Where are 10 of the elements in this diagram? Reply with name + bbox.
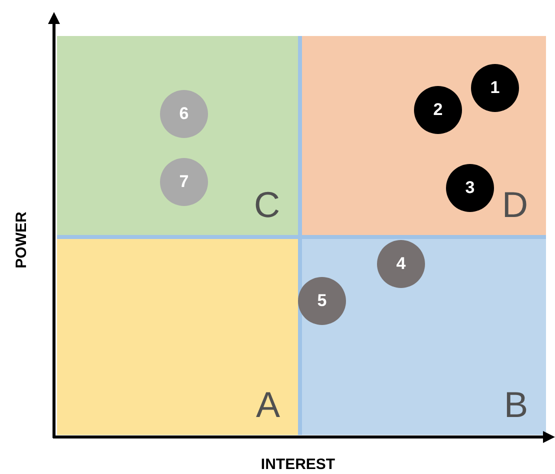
quadrant (302, 239, 546, 435)
quadrant-letter: A (256, 387, 280, 423)
quadrant-letter: C (254, 187, 280, 223)
quadrant-letter: D (502, 187, 528, 223)
quadrant (302, 36, 546, 235)
quadrant-letter: B (504, 387, 528, 423)
quadrant (57, 36, 298, 235)
axis-label: INTEREST (260, 455, 336, 474)
quadrant (57, 239, 298, 435)
axis-label: POWER (12, 212, 31, 268)
